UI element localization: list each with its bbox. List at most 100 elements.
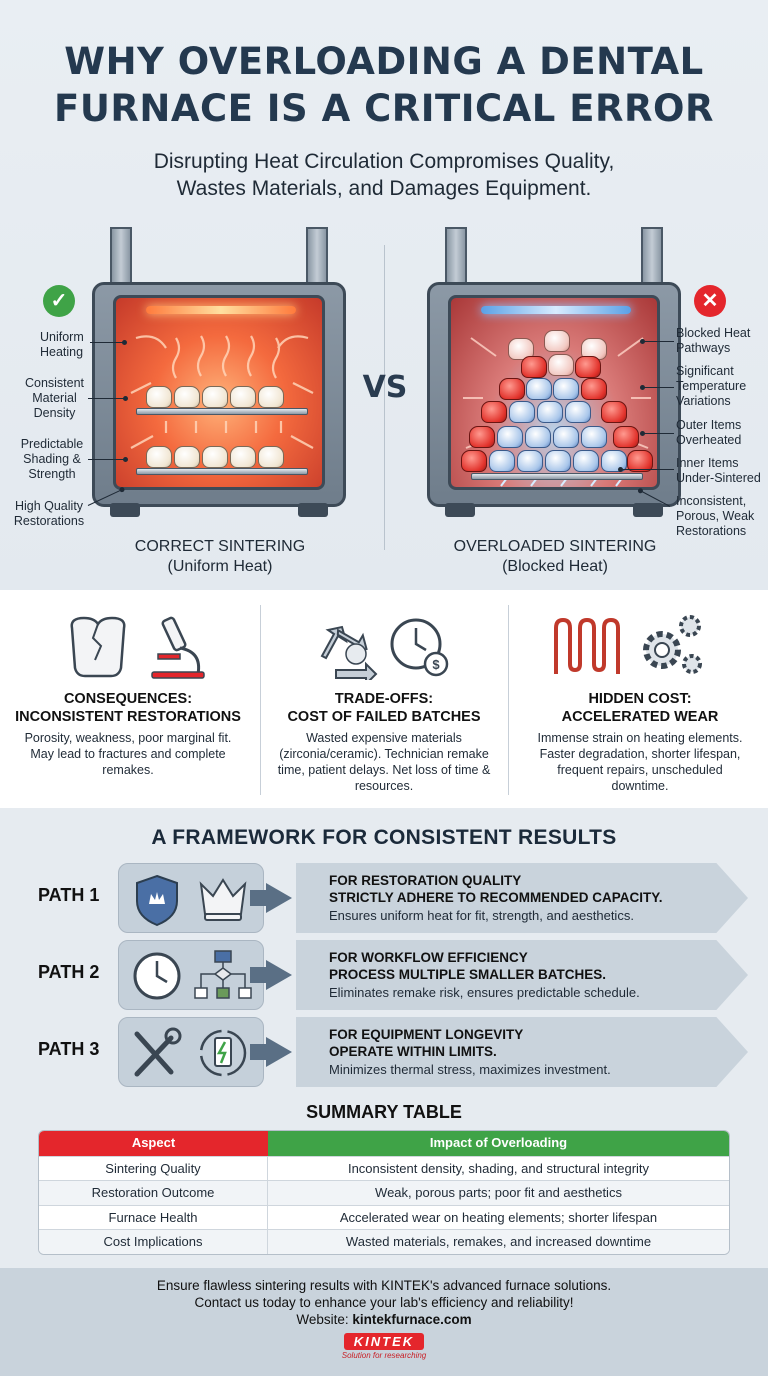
lower-shelf — [136, 468, 308, 475]
summary-title: SUMMARY TABLE — [306, 1102, 462, 1122]
consequence-card-tradeoffs: $ TRADE-OFFS: COST OF FAILED BATCHES Was… — [256, 590, 512, 808]
consequence-title: CONSEQUENCES: INCONSISTENT RESTORATIONS — [15, 691, 241, 725]
tooth-icon — [565, 401, 591, 423]
tooth-icon — [553, 426, 579, 448]
tooth-icon — [517, 450, 543, 472]
tooth-icon — [174, 386, 200, 408]
path-row-3: PATH 3 FOR EQUIPMENT LONGEVITY OPERATE W… — [0, 1017, 768, 1087]
shelf — [471, 473, 643, 480]
tooth-icon — [508, 338, 534, 360]
website-link[interactable]: kintekfurnace.com — [352, 1312, 472, 1327]
leader-line — [88, 396, 128, 401]
leader-line — [640, 385, 674, 390]
icon-group — [0, 608, 256, 680]
heating-element-icon — [554, 617, 620, 674]
cracked-tooth-icon — [70, 616, 126, 678]
tooth-icon — [575, 356, 601, 378]
furnace-pole — [306, 227, 328, 289]
table-header-aspect: Aspect — [39, 1131, 268, 1156]
subtitle: Disrupting Heat Circulation Compromises … — [0, 148, 768, 202]
tooth-icon — [601, 450, 627, 472]
furnace-pole — [445, 227, 467, 289]
wrench-screwdriver-icon — [134, 1027, 182, 1077]
tooth-icon — [258, 446, 284, 468]
tooth-icon — [146, 386, 172, 408]
path-label: PATH 2 — [38, 962, 100, 982]
arrow-icon — [266, 1037, 292, 1067]
table-row: Restoration Outcome Weak, porous parts; … — [39, 1180, 729, 1205]
correct-furnace-illustration — [92, 227, 346, 517]
path-action: OPERATE WITHIN LIMITS. — [329, 1044, 497, 1059]
tooth-icon — [613, 426, 639, 448]
title-line-1: WHY OVERLOADING A DENTAL — [64, 40, 704, 83]
furnace-foot — [445, 503, 475, 517]
table-row: Sintering Quality Inconsistent density, … — [39, 1155, 729, 1180]
crown-icon — [199, 878, 247, 921]
footer: Ensure flawless sintering results with K… — [0, 1268, 768, 1376]
arrow-icon — [266, 960, 292, 990]
label-predictable-shading: Predictable Shading & Strength — [20, 437, 84, 481]
footer-line-1: Ensure flawless sintering results with K… — [156, 1278, 612, 1293]
framework-title: A FRAMEWORK FOR CONSISTENT RESULTS — [151, 826, 617, 849]
leader-line — [618, 467, 674, 472]
recycle-icon — [320, 625, 378, 687]
kintek-logo: KINTEK — [343, 1333, 425, 1350]
title-line-2: FURNACE IS A CRITICAL ERROR — [54, 87, 714, 130]
path-heading: FOR WORKFLOW EFFICIENCY — [329, 950, 528, 965]
caption-correct: CORRECT SINTERING (Uniform Heat) — [134, 538, 306, 575]
tooth-icon — [521, 356, 547, 378]
table-header-impact: Impact of Overloading — [268, 1131, 729, 1156]
table-cell: Cost Implications — [39, 1230, 268, 1254]
table-cell: Sintering Quality — [39, 1156, 268, 1180]
tooth-icon — [489, 450, 515, 472]
path-card: FOR EQUIPMENT LONGEVITY OPERATE WITHIN L… — [296, 1017, 748, 1087]
path-card: FOR RESTORATION QUALITY STRICTLY ADHERE … — [296, 863, 748, 933]
footer-line-2: Contact us today to enhance your lab's e… — [194, 1295, 574, 1310]
furnace-pole — [110, 227, 132, 289]
heat-waves-icon — [130, 335, 314, 449]
table-cell: Accelerated wear on heating elements; sh… — [339, 1209, 658, 1225]
tooth-icon — [545, 450, 571, 472]
hero-section: WHY OVERLOADING A DENTAL FURNACE IS A CR… — [0, 0, 768, 590]
table-header-row: Aspect Impact of Overloading — [39, 1131, 729, 1156]
path-card: FOR WORKFLOW EFFICIENCY PROCESS MULTIPLE… — [296, 940, 748, 1010]
heating-chamber — [113, 295, 325, 490]
clock-money-icon: $ — [390, 618, 449, 677]
subtitle-line-1: Disrupting Heat Circulation Compromises … — [153, 150, 615, 173]
furnace-foot — [633, 503, 663, 517]
path-icon-box — [118, 1017, 264, 1087]
tooth-icon — [553, 378, 579, 400]
consequences-band: CONSEQUENCES: INCONSISTENT RESTORATIONS … — [0, 590, 768, 808]
tooth-icon — [481, 401, 507, 423]
furnace-foot — [110, 503, 140, 517]
arrow-icon — [266, 883, 292, 913]
tooth-icon — [544, 330, 570, 352]
path-heading: FOR EQUIPMENT LONGEVITY — [329, 1027, 524, 1042]
tooth-icon — [573, 450, 599, 472]
battery-cycle-icon — [199, 1029, 247, 1077]
consequence-body: Immense strain on heating elements. Fast… — [537, 731, 743, 793]
flowchart-icon — [194, 950, 252, 999]
tooth-icon — [174, 446, 200, 468]
microscope-icon — [151, 616, 205, 679]
table-cell: Inconsistent density, shading, and struc… — [347, 1160, 650, 1176]
tooth-icon — [581, 426, 607, 448]
website-label: Website: — [296, 1312, 353, 1327]
tooth-icon — [581, 378, 607, 400]
consequence-title: HIDDEN COST: ACCELERATED WEAR — [561, 691, 719, 725]
table-cell: Weak, porous parts; poor fit and aesthet… — [268, 1181, 729, 1205]
path-heading: FOR RESTORATION QUALITY — [329, 873, 522, 888]
tooth-icon — [461, 450, 487, 472]
icon-group: $ — [256, 608, 512, 687]
comparison-divider — [384, 245, 385, 550]
path-detail: Eliminates remake risk, ensures predicta… — [329, 985, 640, 1000]
furnace-pole — [641, 227, 663, 289]
furnace-body — [427, 282, 681, 507]
path-detail: Ensures uniform heat for fit, strength, … — [329, 908, 634, 923]
path-icon-box — [118, 940, 264, 1010]
label-uniform-heating: Uniform Heating — [40, 330, 84, 359]
clock-icon — [133, 952, 181, 1000]
vs-label: VS — [362, 370, 408, 405]
label-consistent-density: Consistent Material Density — [24, 376, 85, 420]
overloaded-furnace-illustration — [427, 227, 681, 517]
